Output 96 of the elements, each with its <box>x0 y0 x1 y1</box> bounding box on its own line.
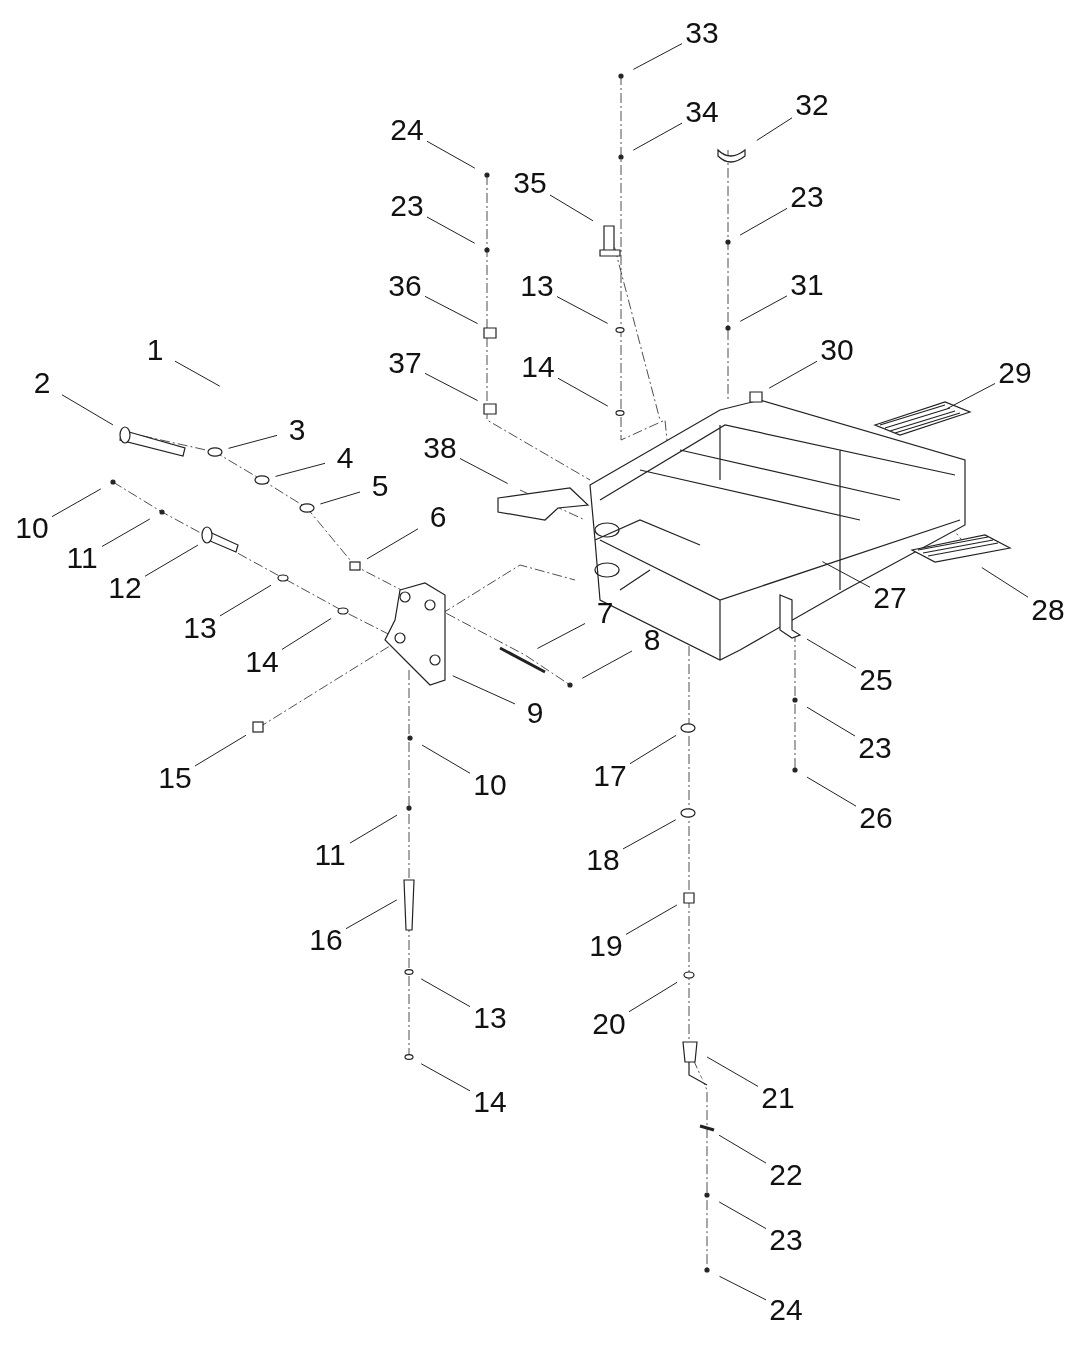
leader-line <box>629 734 677 765</box>
callout-number: 5 <box>371 472 389 500</box>
callout-number: 1 <box>146 336 164 364</box>
callout-number: 31 <box>790 271 824 299</box>
leader-line <box>349 814 398 844</box>
leader-line <box>194 734 247 767</box>
callout-number: 37 <box>388 349 422 377</box>
callout-number: 14 <box>521 353 555 381</box>
callout-number: 28 <box>1031 596 1065 624</box>
callout-number: 25 <box>859 666 893 694</box>
leader-line <box>275 462 326 477</box>
callout-number: 22 <box>769 1161 803 1189</box>
callout-number: 9 <box>526 699 544 727</box>
callout-number: 13 <box>520 272 554 300</box>
callout-number: 35 <box>513 169 547 197</box>
callout-number: 29 <box>998 359 1032 387</box>
callout-number: 3 <box>288 416 306 444</box>
callout-number: 24 <box>390 116 424 144</box>
leader-line <box>622 819 677 850</box>
leader-line <box>281 617 332 650</box>
leader-line <box>981 567 1029 598</box>
leader-line <box>174 360 221 387</box>
leader-line <box>756 117 793 141</box>
callout-number: 27 <box>873 584 907 612</box>
leader-line <box>345 899 398 930</box>
leader-line <box>61 394 114 426</box>
callout-number: 19 <box>589 932 623 960</box>
leader-line <box>536 623 586 649</box>
callout-number: 14 <box>245 648 279 676</box>
callout-number: 38 <box>423 434 457 462</box>
callout-number: 15 <box>158 764 192 792</box>
leader-line <box>219 584 272 617</box>
leader-line <box>452 675 516 705</box>
callout-number: 18 <box>586 846 620 874</box>
callout-number: 34 <box>685 98 719 126</box>
leader-line <box>228 434 278 449</box>
leader-line <box>821 561 871 588</box>
leader-line <box>51 488 102 518</box>
leader-line <box>806 776 857 807</box>
leader-line <box>768 360 818 389</box>
leader-line <box>420 978 471 1008</box>
callout-number: 7 <box>596 599 614 627</box>
leader-line <box>719 1275 767 1301</box>
leader-line <box>632 43 683 70</box>
leader-line <box>421 744 471 774</box>
callout-number: 23 <box>858 734 892 762</box>
callout-number: 32 <box>795 91 829 119</box>
leader-line <box>581 650 633 679</box>
leader-line <box>557 377 609 407</box>
leader-line <box>625 904 678 935</box>
leader-line <box>628 981 678 1013</box>
leader-line <box>739 207 788 236</box>
callout-number: 23 <box>790 183 824 211</box>
callout-number: 10 <box>473 771 507 799</box>
callout-number: 26 <box>859 804 893 832</box>
leader-line <box>424 372 479 402</box>
leader-line <box>426 216 476 244</box>
callout-number: 11 <box>314 841 346 869</box>
callout-number: 2 <box>33 369 51 397</box>
leader-line <box>946 383 996 409</box>
callout-number: 21 <box>761 1084 795 1112</box>
callout-number: 30 <box>820 336 854 364</box>
leader-line <box>718 1134 767 1164</box>
callout-number: 13 <box>473 1004 507 1032</box>
callout-number: 11 <box>66 544 98 572</box>
leader-line <box>366 528 419 560</box>
callout-number: 6 <box>429 503 447 531</box>
leader-line <box>706 1056 759 1087</box>
callout-number: 8 <box>643 626 661 654</box>
callout-number: 14 <box>473 1088 507 1116</box>
leader-line <box>319 491 361 505</box>
leader-line <box>632 122 683 151</box>
leader-line <box>424 295 479 325</box>
callout-number: 13 <box>183 614 217 642</box>
callout-number: 23 <box>390 192 424 220</box>
leader-line <box>718 1201 767 1230</box>
leader-line <box>739 295 788 322</box>
callout-number: 17 <box>593 762 627 790</box>
leader-line <box>806 638 857 669</box>
leader-line <box>806 706 856 737</box>
callout-number: 23 <box>769 1226 803 1254</box>
callout-number: 33 <box>685 19 719 47</box>
leader-line <box>556 296 609 324</box>
leader-line <box>144 544 199 577</box>
callout-number: 4 <box>336 444 354 472</box>
callout-number: 12 <box>108 574 142 602</box>
leader-line <box>101 518 151 547</box>
callout-number: 24 <box>769 1296 803 1324</box>
callout-number: 16 <box>309 926 343 954</box>
leader-line <box>459 458 509 484</box>
leader-line <box>549 194 594 222</box>
callout-number: 36 <box>388 272 422 300</box>
callout-number: 10 <box>15 514 49 542</box>
callout-number: 20 <box>592 1010 626 1038</box>
leader-line <box>420 1063 471 1092</box>
leader-line <box>426 140 476 169</box>
